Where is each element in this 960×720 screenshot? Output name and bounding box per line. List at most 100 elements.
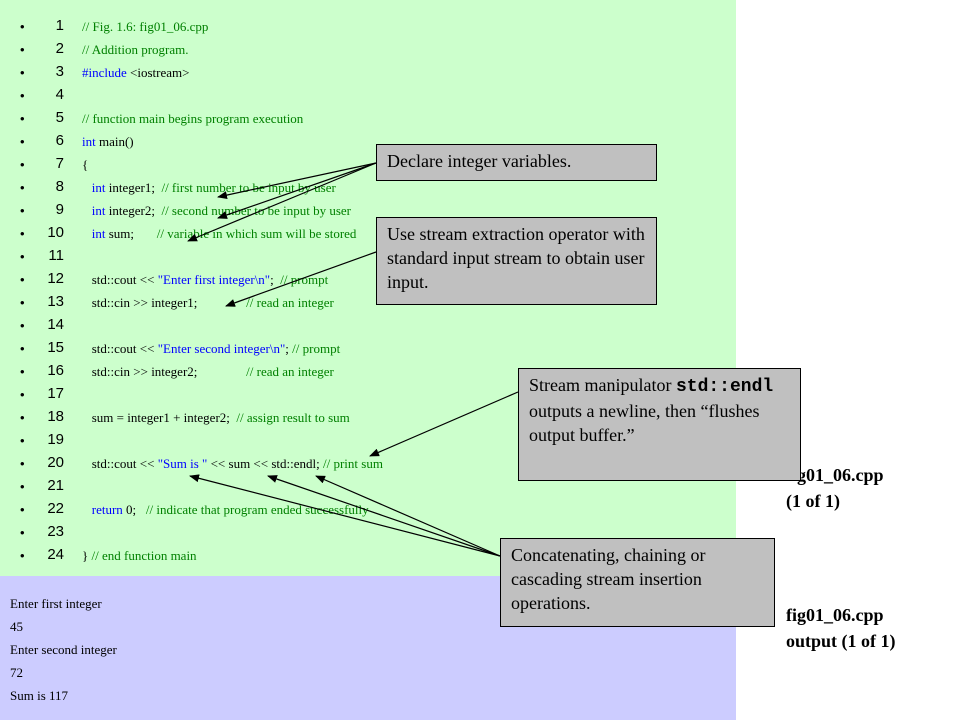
code-text: { [82,157,88,173]
callout-concat: Concatenating, chaining or cascading str… [500,538,775,627]
code-line: •10 int sum; // variable in which sum wi… [0,224,736,247]
bullet-icon: • [20,364,25,379]
code-text: int integer1; // first number to be inpu… [82,180,336,196]
code-line: •20 std::cout << "Sum is " << sum << std… [0,454,736,477]
bullet-icon: • [20,203,25,218]
callout-declare-text: Declare integer variables. [387,151,572,171]
line-number: 3 [55,63,64,80]
bullet-icon: • [20,65,25,80]
code-line: •23 [0,523,736,546]
code-token: // Fig. 1.6: fig01_06.cpp [82,19,209,34]
bullet-icon: • [20,295,25,310]
line-number: 13 [47,293,64,310]
bullet-icon: • [20,180,25,195]
code-line: • 11 [0,247,736,270]
code-text: // Fig. 1.6: fig01_06.cpp [82,19,208,35]
code-token: // end function main [91,548,197,563]
bullet-icon: • [20,272,25,287]
bullet-icon: • [20,318,25,333]
bullet-icon: • [20,548,25,563]
code-line: • 13 std::cin >> integer1; // read an int… [0,293,736,316]
code-token: // function main begins program executio… [82,111,304,126]
code-line: •7{ [0,155,736,178]
code-token: <iostream> [130,65,190,80]
code-token: // indicate that program ended successfu… [145,502,369,517]
code-text: std::cin >> integer1; // read an integer [82,295,334,311]
line-number: 17 [47,385,64,402]
code-token: // first number to be input by user [161,180,336,195]
code-token: { [82,157,89,172]
line-number: 1 [55,17,64,34]
code-token: "Sum is " [157,456,208,471]
code-line: •9 int integer2; // second number to be … [0,201,736,224]
file-sub-label: (1 of 1) [786,491,840,511]
line-number: 5 [55,109,64,126]
line-number: 15 [47,339,64,356]
code-text: // function main begins program executio… [82,111,303,127]
arrow-declare-2 [217,162,377,219]
code-line: •21 [0,477,736,500]
code-line: • 5 // function main begins program execut… [0,109,736,132]
bullet-icon: • [20,341,25,356]
arrow-concat-2 [267,475,501,557]
code-text: return 0; // indicate that program ended… [82,502,369,518]
callout-extraction-text: Use stream extraction operator with stan… [387,224,645,292]
bullet-icon: • [20,479,25,494]
code-token: ; [285,341,293,356]
output-line: 45 [10,619,23,634]
bullet-icon: • [20,387,25,402]
code-text: #include <iostream> [82,65,189,81]
file-label: fig01_06.cpp [786,465,884,485]
code-line: •2// Addition program. [0,40,736,63]
code-token: int [91,180,106,195]
code-token: std::cin >> integer2; [82,364,247,379]
output-line: Enter second integer [10,642,117,657]
arrow-extraction [225,251,377,307]
code-token: // Addition program. [82,42,189,57]
line-number: 24 [47,546,64,563]
code-token: // assign result to sum [236,410,350,425]
code-text: std::cin >> integer2; // read an integer [82,364,334,380]
code-line: • 3 #include <iostream> [0,63,736,86]
code-token: #include [82,65,131,80]
code-token: // print sum [322,456,383,471]
line-number: 19 [47,431,64,448]
code-text: int integer2; // second number to be inp… [82,203,351,219]
line-number: 7 [55,155,64,172]
code-token: // second number to be input by user [161,203,352,218]
bullet-icon: • [20,42,25,57]
code-token: integer2; [105,203,162,218]
code-line: • 22 return 0; // indicate that program e… [0,500,736,523]
line-number: 14 [47,316,64,333]
callout-extraction: Use stream extraction operator with stan… [376,217,657,305]
code-token: ; [270,272,281,287]
callout-endl: Stream manipulator std::endl outputs a n… [518,368,801,481]
bullet-icon: • [20,249,25,264]
code-token: std::cout << [82,456,158,471]
code-text: sum = integer1 + integer2; // assign res… [82,410,350,426]
code-line: • 24} // end function main [0,546,736,569]
code-line: •15 std::cout << "Enter second integer\n… [0,339,736,362]
line-number: 22 [47,500,64,517]
bullet-icon: • [20,226,25,241]
bullet-icon: • [20,88,25,103]
callout-endl-pre: Stream manipulator [529,375,676,395]
code-text: int sum; // variable in which sum will b… [82,226,357,242]
code-token: std::cout << [82,341,158,356]
code-token: int [82,134,96,149]
code-token: // variable in which sum will be stored [156,226,357,241]
side-label-file: fig01_06.cpp (1 of 1) [786,462,884,514]
bullet-icon: • [20,433,25,448]
code-token: sum = integer1 + integer2; [82,410,237,425]
code-token: int [91,203,106,218]
line-number: 8 [55,178,64,195]
code-token: // read an integer [246,364,334,379]
bullet-icon: • [20,502,25,517]
line-number: 11 [48,247,64,264]
code-token: int [91,226,106,241]
output-sub-label: output (1 of 1) [786,631,896,651]
bullet-icon: • [20,111,25,126]
code-token: } [82,548,92,563]
code-token: std::cout << [82,272,158,287]
